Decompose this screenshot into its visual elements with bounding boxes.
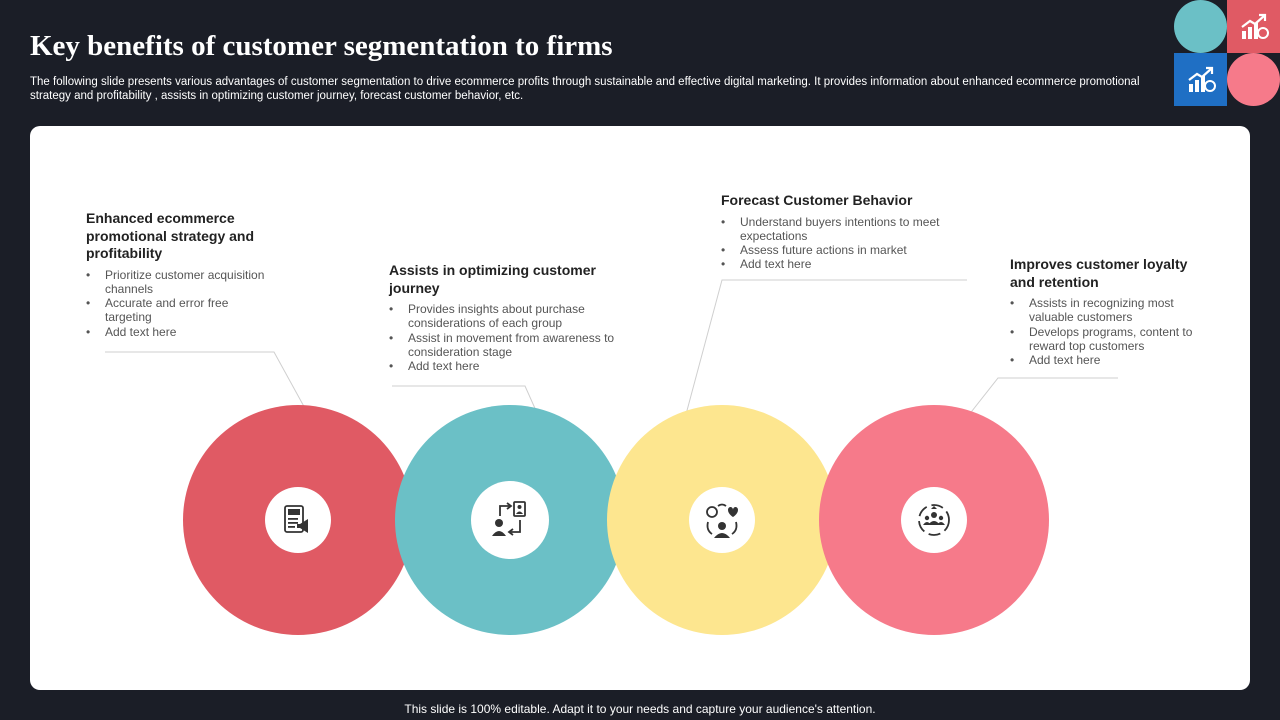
benefit-bullets: Provides insights about purchase conside… [389,302,619,374]
icon-disc [265,487,331,553]
benefit-title: Enhanced ecommerce promotional strategy … [86,210,255,261]
bullet-item: Assists in recognizing most valuable cus… [1010,296,1210,325]
bullet-item: Assess future actions in market [721,243,961,258]
benefit-title: Improves customer loyalty and retention [1010,256,1188,290]
slide-title: Key benefits of customer segmentation to… [30,30,613,62]
ads-megaphone-icon [284,505,308,533]
benefit-circle-red [183,405,413,635]
decorative-red-square [1227,0,1280,53]
benefit-title: Assists in optimizing customer journey [389,262,596,296]
benefit-title: Forecast Customer Behavior [721,192,913,208]
decorative-pink-circle [1227,53,1280,106]
benefit-block-3: Forecast Customer Behavior Understand bu… [721,192,961,272]
bullet-item: Accurate and error free targeting [86,296,276,325]
benefit-block-2: Assists in optimizing customer journey P… [389,262,619,374]
growth-chart-icon [1240,13,1269,39]
icon-disc [471,481,549,559]
bullet-item: Assist in movement from awareness to con… [389,331,619,360]
bullet-item: Understand buyers intentions to meet exp… [721,215,961,244]
bullet-item: Develops programs, content to reward top… [1010,325,1210,354]
benefit-block-1: Enhanced ecommerce promotional strategy … [86,210,276,339]
benefit-circle-teal [395,405,625,635]
content-panel: Enhanced ecommerce promotional strategy … [30,126,1250,690]
bullet-item: Add text here [389,359,619,374]
bullet-item: Add text here [86,325,276,340]
benefit-bullets: Assists in recognizing most valuable cus… [1010,296,1210,368]
growth-chart-icon [1187,66,1216,92]
slide-footer: This slide is 100% editable. Adapt it to… [404,702,876,716]
icon-disc [689,487,755,553]
customer-loyalty-icon [918,504,950,536]
slide-subtitle: The following slide presents various adv… [30,76,1140,102]
benefit-bullets: Understand buyers intentions to meet exp… [721,215,961,272]
benefit-block-4: Improves customer loyalty and retention … [1010,256,1210,368]
connector-line-1 [105,351,308,413]
decorative-blue-square [1174,53,1227,106]
benefit-circle-yellow [607,405,837,635]
bullet-item: Prioritize customer acquisition channels [86,268,276,297]
bullet-item: Add text here [721,257,961,272]
customer-behavior-icon [706,503,738,538]
bullet-item: Provides insights about purchase conside… [389,302,619,331]
benefit-circle-pink [819,405,1049,635]
customer-journey-icon [492,501,526,536]
benefit-bullets: Prioritize customer acquisition channels… [86,268,276,340]
icon-disc [901,487,967,553]
connector-line-3 [684,279,967,419]
decorative-teal-circle [1174,0,1227,53]
bullet-item: Add text here [1010,353,1210,368]
